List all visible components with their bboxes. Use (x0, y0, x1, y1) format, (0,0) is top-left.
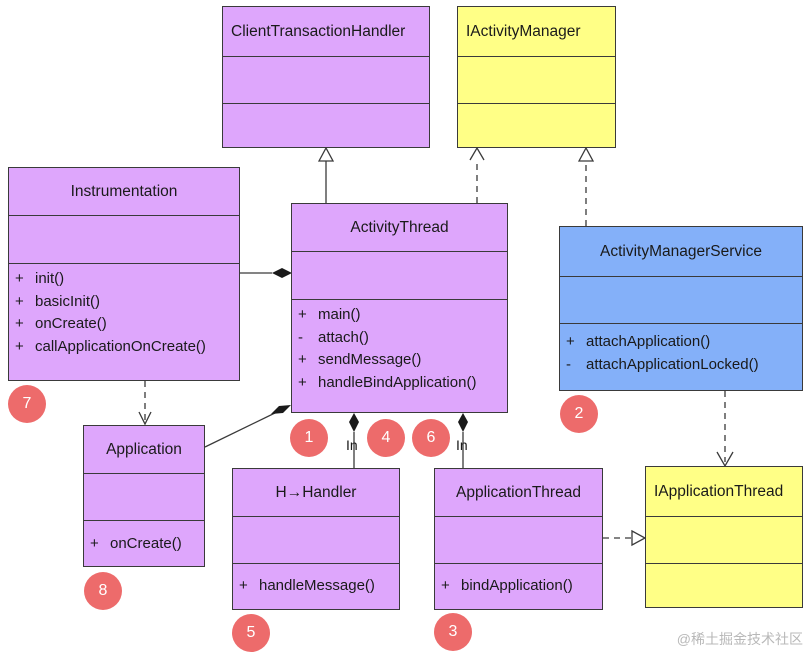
interface-iapplicationthread-title: IApplicationThread (646, 467, 802, 517)
class-applicationthread-methods: + bindApplication() (435, 564, 602, 598)
interface-iapplicationthread-methods (646, 564, 802, 606)
method-row: -attach() (298, 327, 507, 350)
method-name: handleMessage() (259, 577, 375, 594)
method-row: + callApplicationOnCreate() (15, 336, 239, 359)
class-application: Application + onCreate() (83, 425, 205, 567)
step-badge-7: 7 (8, 385, 46, 423)
step-badge-6: 6 (412, 419, 450, 457)
method-row: + onCreate() (90, 533, 204, 556)
method-name: main() (318, 306, 361, 323)
composition-diamond-hhandler (349, 413, 359, 432)
method-visibility: + (298, 351, 307, 368)
class-activitythread-title: ActivityThread (292, 204, 507, 252)
method-name: callApplicationOnCreate() (35, 337, 206, 355)
method-name: attachApplicationLocked() (586, 355, 759, 373)
interface-iapplicationthread: IApplicationThread (645, 466, 803, 608)
composition-diamond-instrumentation (272, 268, 292, 278)
method-visibility: + (441, 577, 450, 594)
interface-iapplicationthread-attributes (646, 517, 802, 564)
class-activitymanagerservice-title: ActivityManagerService (560, 227, 802, 277)
step-badge-4: 4 (367, 419, 405, 457)
interface-iactivitymanager-title: IActivityManager (458, 7, 615, 57)
watermark: @稀土掘金技术社区 (676, 631, 803, 647)
method-name: onCreate() (35, 315, 107, 332)
method-row: + init() (15, 268, 239, 291)
class-applicationthread-title: ApplicationThread (435, 469, 602, 517)
class-h-handler-title: H→Handler (233, 469, 399, 517)
interface-iactivitymanager: IActivityManager (457, 6, 616, 148)
class-clienttransactionhandler-title: ClientTransactionHandler (223, 7, 429, 57)
class-h-handler: H→Handler + handleMessage() (232, 468, 400, 610)
composition-diamond-application (271, 405, 291, 414)
method-visibility: + (15, 292, 24, 310)
class-h-handler-attributes (233, 517, 399, 564)
step-badge-3: 3 (434, 613, 472, 651)
class-application-title: Application (84, 426, 204, 474)
method-name: bindApplication() (461, 577, 573, 594)
class-activitythread-attributes (292, 252, 507, 300)
method-name: handleBindApplication() (318, 373, 477, 391)
method-name: attach() (318, 328, 369, 346)
class-applicationthread: ApplicationThread + bindApplication() (434, 468, 603, 610)
class-activitymanagerservice-methods: + attachApplication() -attachApplicationL… (560, 324, 802, 376)
method-visibility: - (298, 328, 303, 346)
class-application-attributes (84, 474, 204, 521)
method-row: + bindApplication() (441, 575, 602, 598)
method-visibility: + (239, 577, 248, 594)
class-instrumentation-attributes (9, 216, 239, 264)
method-visibility: - (566, 355, 571, 373)
step-badge-5: 5 (232, 614, 270, 652)
interface-iactivitymanager-attributes (458, 57, 615, 104)
method-name: sendMessage() (318, 351, 422, 368)
method-visibility: + (15, 315, 24, 332)
method-visibility: + (15, 270, 24, 287)
method-row: + main() (298, 304, 507, 327)
method-row: + onCreate() (15, 313, 239, 336)
method-name: init() (35, 270, 65, 287)
method-visibility: + (15, 337, 24, 355)
class-clienttransactionhandler-methods (223, 104, 429, 146)
class-applicationthread-attributes (435, 517, 602, 564)
realization-arrowhead-iapplicationthread (631, 529, 647, 547)
method-name: onCreate() (110, 535, 182, 552)
method-row: + attachApplication() (566, 331, 802, 354)
composition-diamond-applicationthread (458, 413, 468, 432)
realization-arrowhead-iactivitymanager (577, 146, 595, 162)
edge-activitythread-composes-application (204, 411, 278, 448)
class-activitymanagerservice-attributes (560, 277, 802, 324)
edge-instrumentation-depends-application-arrow (138, 411, 152, 426)
class-instrumentation-title: Instrumentation (9, 168, 239, 216)
inheritance-arrowhead-clienttransactionhandler (317, 146, 335, 162)
method-row: + sendMessage() (298, 349, 507, 372)
class-instrumentation: Instrumentation + init() + basicInit() + on… (8, 167, 240, 381)
association-label-applicationthread: In (456, 437, 468, 453)
edge-activitythread-realizes-arrow (469, 146, 485, 161)
method-visibility: + (566, 333, 575, 350)
method-visibility: + (90, 535, 99, 552)
interface-iactivitymanager-methods (458, 104, 615, 146)
step-badge-1: 1 (290, 419, 328, 457)
method-row: + handleBindApplication() (298, 372, 507, 395)
method-name: attachApplication() (586, 333, 711, 350)
method-visibility: + (298, 373, 307, 391)
class-h-handler-methods: + handleMessage() (233, 564, 399, 598)
class-clienttransactionhandler-attributes (223, 57, 429, 104)
class-instrumentation-methods: + init() + basicInit() + onCreate() + callAp… (9, 264, 239, 358)
step-badge-2: 2 (560, 395, 598, 433)
association-label-hhandler: In (346, 437, 358, 453)
class-activitythread-methods: + main() -attach() + sendMessage() + handle… (292, 300, 507, 394)
method-row: + basicInit() (15, 291, 239, 314)
class-application-methods: + onCreate() (84, 521, 204, 556)
method-row: -attachApplicationLocked() (566, 354, 802, 377)
method-row: + handleMessage() (239, 575, 399, 598)
method-name: basicInit() (35, 292, 101, 310)
step-badge-8: 8 (84, 572, 122, 610)
class-activitythread: ActivityThread + main() -attach() + sendMe… (291, 203, 508, 413)
class-activitymanagerservice: ActivityManagerService + attachApplicatio… (559, 226, 803, 391)
class-clienttransactionhandler: ClientTransactionHandler (222, 6, 430, 148)
method-visibility: + (298, 306, 307, 323)
